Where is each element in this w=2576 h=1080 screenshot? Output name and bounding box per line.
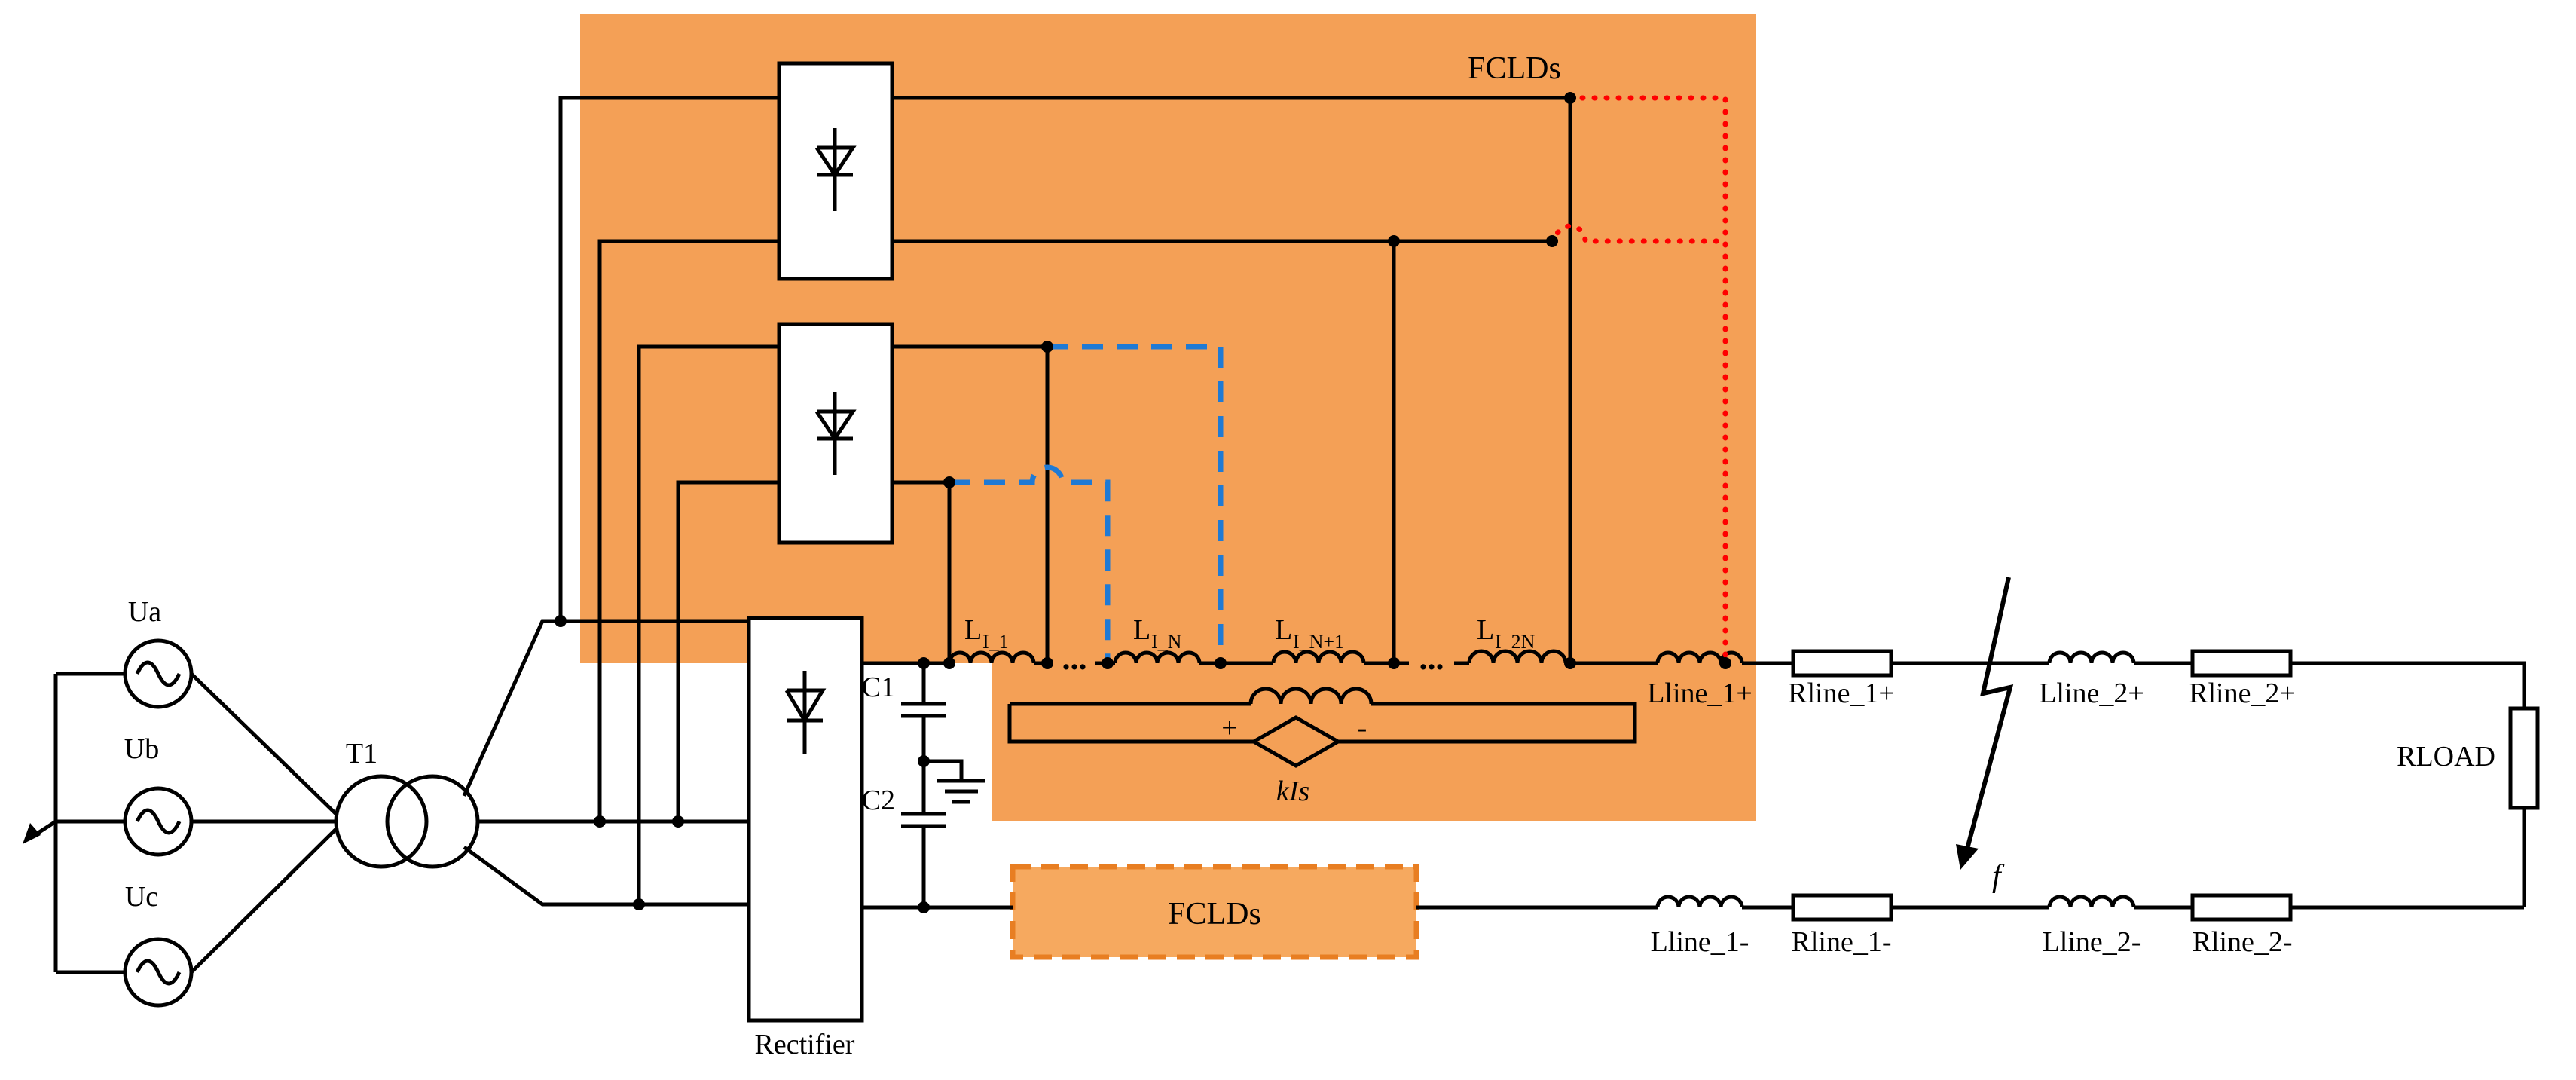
- label-ua: Ua: [128, 596, 161, 628]
- resistor-rline2-minus: [2190, 893, 2293, 922]
- resistor-rline1-plus: [1791, 649, 1893, 678]
- three-phase-sources: [123, 638, 194, 1008]
- transformer-secondary-coil: [385, 774, 480, 869]
- diode-module-top-box: [777, 61, 894, 281]
- coupled-winding-coil: [1248, 687, 1374, 705]
- inductor-lline2-plus: [2047, 650, 2136, 664]
- label-lline1-minus: Lline_1-: [1651, 926, 1749, 958]
- ac-source-ub: [123, 786, 194, 857]
- label-ub: Ub: [124, 733, 159, 765]
- label-li1-main: L: [964, 614, 982, 646]
- label-fclds-top: FCLDs: [1468, 51, 1561, 86]
- sine-icon-ub: [135, 808, 182, 835]
- label-source-minus: -: [1358, 712, 1367, 744]
- inductor-lline2-minus: [2047, 895, 2136, 908]
- fclds-dashed-box: [1010, 864, 1419, 960]
- resistor-rline1-minus: [1791, 893, 1893, 922]
- ac-source-ua: [123, 638, 194, 709]
- fcld-red-dotted-path: [1549, 95, 1728, 666]
- label-rectifier: Rectifier: [755, 1029, 855, 1060]
- transformer-primary-coil: [334, 774, 429, 869]
- inductor-li1: [947, 650, 1036, 664]
- label-rline1-minus: Rline_1-: [1792, 926, 1892, 958]
- fault-arrowhead-icon: [1956, 844, 1979, 870]
- label-kis: kIs: [1276, 776, 1309, 807]
- resistor-rload: [2508, 706, 2540, 810]
- label-t1: T1: [346, 738, 377, 769]
- fault-indicator: [1956, 577, 2014, 870]
- label-lline1-plus: Lline_1+: [1647, 678, 1752, 709]
- label-lin-main: L: [1133, 614, 1150, 646]
- diode-icon-rectifier: [784, 671, 827, 754]
- label-lin1-main: L: [1275, 614, 1292, 646]
- sine-icon-uc: [135, 959, 182, 986]
- ground-arrow-icon: [23, 823, 41, 844]
- label-li1-sub: I_1: [982, 631, 1009, 653]
- fcld-blue-dashed-path: [949, 344, 1224, 663]
- wire-transformer-phases: [462, 619, 749, 907]
- label-rline2-minus: Rline_2-: [2193, 926, 2293, 958]
- label-uc: Uc: [125, 881, 158, 913]
- resistor-rline2-plus: [2190, 649, 2293, 678]
- label-fault-f: f: [1992, 859, 2005, 894]
- inductor-lline1-minus: [1655, 895, 1744, 908]
- wire-left-ground-bus: [33, 672, 125, 974]
- controlled-current-source-diamond: [1249, 715, 1343, 768]
- diode-icon-lower-module: [814, 392, 857, 475]
- label-fclds-bottom: FCLDs: [1168, 897, 1261, 932]
- inductor-li2n: [1467, 649, 1568, 664]
- label-lin-sub: I_N: [1151, 631, 1182, 653]
- sine-icon-ua: [135, 660, 182, 687]
- label-li2n-sub: I_2N: [1495, 631, 1536, 653]
- inductor-lin: [1113, 650, 1202, 664]
- junction-dots: [555, 92, 1731, 913]
- fault-bolt-icon: [1964, 577, 2014, 852]
- ellipsis-left: ...: [1062, 640, 1087, 677]
- ac-source-uc: [123, 937, 194, 1008]
- wire-sources-to-transformer: [190, 672, 338, 974]
- label-c1: C1: [862, 672, 895, 703]
- diode-icon-top-module: [814, 128, 857, 211]
- wire-risers-to-diode-modules: [558, 96, 779, 904]
- label-lline2-plus: Lline_2+: [2039, 678, 2144, 709]
- inductor-lin1: [1271, 650, 1366, 664]
- label-source-plus: +: [1221, 712, 1237, 744]
- label-rline1-plus: Rline_1+: [1788, 678, 1895, 709]
- fcld-highlight-region-top: [580, 14, 1756, 663]
- transformer-t1: [334, 774, 480, 869]
- label-lin1-sub: I_N+1: [1293, 631, 1344, 653]
- ellipsis-right: ...: [1419, 640, 1444, 677]
- label-c2: C2: [862, 785, 895, 816]
- wire-capacitor-chain: [901, 663, 985, 907]
- label-li2n-main: L: [1477, 614, 1494, 646]
- label-rline2-plus: Rline_2+: [2189, 678, 2296, 709]
- label-lline2-minus: Lline_2-: [2043, 926, 2141, 958]
- wire-coupled-secondary-loop: [1007, 702, 1637, 744]
- label-rload: RLOAD: [2397, 741, 2495, 773]
